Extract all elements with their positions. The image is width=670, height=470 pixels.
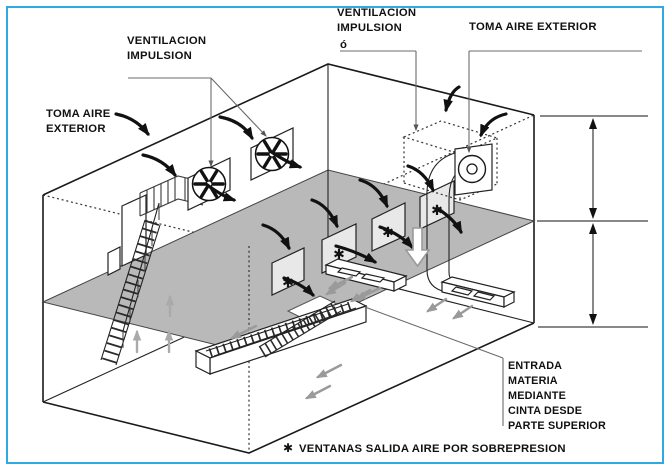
- dimension-lines: [537, 115, 648, 328]
- conveyor-ramp: [258, 300, 342, 358]
- window-4-out-arrow: [435, 206, 463, 235]
- mezz-flow-arrow-3: [229, 324, 258, 340]
- window-3-out-arrow: [378, 225, 414, 249]
- outside-air-arrow-1: [114, 112, 150, 137]
- mezz-duct-arrow-1: [324, 281, 347, 296]
- footnote-asterisk: ✱: [283, 441, 293, 455]
- label-material-entry-line3: MEDIANTE: [508, 390, 566, 402]
- outside-air-arrow-2: [141, 153, 177, 178]
- mezzanine-distribution-duct: [324, 258, 408, 292]
- floor-front-edges: [42, 322, 535, 454]
- fan-2-blades: [256, 139, 288, 169]
- footnote-text: VENTANAS SALIDA AIRE POR SOBREPRESION: [299, 443, 566, 455]
- mezz-duct-slot-2: [360, 273, 386, 283]
- window-1-out-arrow: [282, 276, 315, 297]
- staircase: [100, 202, 161, 366]
- window-4-asterisk: ✱: [431, 203, 443, 219]
- leader-lines: [128, 50, 642, 426]
- label-outside-air-left-line2: EXTERIOR: [46, 123, 106, 135]
- stair-handrail: [122, 202, 160, 332]
- stair-stringer-left: [100, 219, 146, 361]
- outside-air-arrow-3: [218, 115, 254, 141]
- label-supply-fans-line2: IMPULSION: [127, 50, 192, 62]
- airflow-arrows-gray: [132, 275, 474, 400]
- window-2-in-arrow: [310, 198, 339, 229]
- label-material-entry-line4: CINTA DESDE: [508, 405, 582, 417]
- label-roof-unit-line2: IMPULSION: [337, 22, 402, 34]
- window-1-in-arrow: [261, 223, 291, 251]
- duct-down-arrow: [404, 227, 431, 268]
- small-door-frame: [107, 246, 121, 276]
- window-1-asterisk: ✱: [282, 275, 294, 291]
- conveyor-belt-hatching: [208, 301, 352, 358]
- window-3-in-arrow: [358, 178, 389, 209]
- label-material-entry-line2: MATERIA: [508, 375, 558, 387]
- blower-inlet-hub: [466, 163, 478, 175]
- roof-intake-arrow-2: [479, 112, 508, 138]
- roof-blower-unit: [402, 120, 499, 201]
- mezz-duct-slot-1: [336, 267, 362, 277]
- roof-intake-arrow-1: [443, 85, 461, 113]
- window-2-asterisk: ✱: [333, 247, 345, 263]
- lower-distribution-duct: [440, 276, 516, 308]
- window-3-asterisk: ✱: [382, 225, 394, 241]
- label-outside-air-left-line1: TOMA AIRE: [46, 108, 111, 120]
- leader-material-entry: [364, 306, 504, 359]
- text-labels: VENTILACION IMPULSION TOMA AIRE EXTERIOR…: [46, 7, 606, 455]
- leader-fan-2: [210, 77, 267, 137]
- lower-duct-arrow-2: [452, 304, 474, 320]
- lower-duct-arrow-1: [426, 297, 448, 313]
- airflow-arrows-black: [114, 85, 508, 297]
- stair-handrail-posts: [122, 203, 160, 348]
- lower-flow-arrow-1: [315, 363, 343, 379]
- label-roof-intake: TOMA AIRE EXTERIOR: [469, 21, 597, 33]
- window-3: [371, 202, 406, 252]
- window-2-out-arrow: [334, 244, 378, 264]
- page-border-frame: [6, 6, 664, 464]
- supply-fan-1: [187, 157, 231, 211]
- ramp-edges: [258, 300, 342, 358]
- label-material-entry-line1: ENTRADA: [508, 360, 562, 372]
- window-4: [419, 180, 455, 230]
- fan-2-outlet-arrow: [268, 149, 303, 169]
- label-supply-fans-line1: VENTILACION: [127, 35, 206, 47]
- fan-1-outlet-arrow: [204, 182, 237, 202]
- label-material-entry-line5: PARTE SUPERIOR: [508, 420, 606, 432]
- lower-duct-endcap: [503, 291, 515, 308]
- blower-dashed-enclosure: [402, 120, 499, 201]
- mezz-duct-endcap: [393, 275, 407, 292]
- stair-steps: [101, 219, 160, 365]
- label-roof-unit-line3: ó: [340, 39, 347, 51]
- window-4-in-arrow: [406, 164, 435, 193]
- mezz-duct-arrow-2: [349, 288, 372, 303]
- conveyor-end-face: [195, 350, 211, 375]
- label-roof-unit-line1: VENTILACION: [337, 7, 416, 19]
- lower-duct-slot-2: [472, 291, 496, 301]
- lower-duct-slot-1: [450, 286, 474, 296]
- lower-flow-arrow-2: [304, 384, 332, 400]
- conveyor-belt-lower: [194, 298, 368, 375]
